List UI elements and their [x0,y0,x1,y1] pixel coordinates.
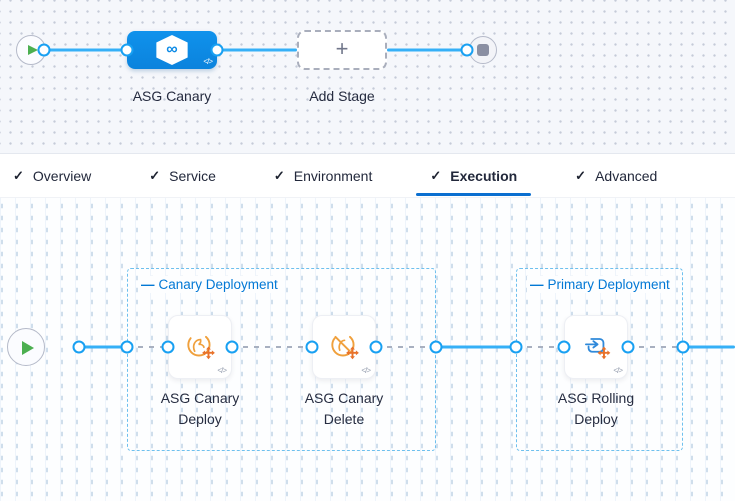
step-in-port[interactable] [305,340,319,354]
stage-in-port[interactable] [120,43,134,57]
connector-line [436,345,516,349]
step-out-port[interactable] [621,340,635,354]
tab-label: Service [169,167,216,184]
tab-overview[interactable]: ✓ Overview [13,154,91,197]
plus-icon: + [335,36,349,61]
step-asg-canary-deploy[interactable]: </> [168,315,232,379]
group-out-port[interactable] [676,340,690,354]
asg-rolling-deploy-icon [585,338,611,360]
check-icon: ✓ [430,167,442,183]
step-group-canary-deployment[interactable]: — Canary Deployment [127,268,436,451]
dashed-connector-line [232,346,312,348]
asg-canary-deploy-icon [187,333,215,360]
tab-label: Advanced [595,167,658,184]
step-in-port[interactable] [557,340,571,354]
step-in-port[interactable] [161,340,175,354]
tab-advanced[interactable]: ✓ Advanced [575,154,657,197]
execution-start-node[interactable] [7,328,45,366]
collapse-dash-icon[interactable]: — [141,277,155,292]
tab-environment[interactable]: ✓ Environment [274,154,373,197]
step-label-line2: Deploy [574,411,618,427]
step-label-line2: Delete [323,411,365,427]
group-out-port[interactable] [429,340,443,354]
play-icon [28,45,41,55]
tab-execution[interactable]: ✓ Execution [416,154,531,197]
dashed-connector-line [628,346,683,348]
add-stage-label: Add Stage [309,88,375,104]
play-icon [22,341,37,355]
dashed-connector-line [127,346,168,348]
step-label: ASG Rolling Deploy [536,388,656,430]
check-icon: ✓ [149,167,161,183]
group-in-port[interactable] [120,340,134,354]
asg-canary-delete-icon [331,333,359,360]
group-title: — Primary Deployment [527,276,673,293]
dashed-connector-line [376,346,436,348]
connector-line [44,48,127,52]
code-icon: </> [361,366,371,375]
stage-node-asg-canary[interactable]: ∞ </> [127,31,217,69]
start-node-out-port[interactable] [37,43,51,57]
tab-label: Environment [293,167,373,184]
group-in-port[interactable] [509,340,523,354]
stage-label: ASG Canary [132,88,212,104]
infinity-glyph: ∞ [166,40,178,58]
connector-line [217,48,297,52]
dashed-connector-line [516,346,564,348]
group-title: — Canary Deployment [138,276,281,293]
group-title-text: Primary Deployment [547,277,670,292]
execution-graph-canvas[interactable]: — Canary Deployment — Primary Deployment [0,198,735,501]
step-asg-canary-delete[interactable]: </> [312,315,376,379]
connector-line [79,345,127,349]
harness-cd-stage-icon: ∞ [155,35,189,65]
connector-line [683,345,735,349]
step-out-port[interactable] [225,340,239,354]
end-node-in-port[interactable] [460,43,474,57]
step-out-port[interactable] [369,340,383,354]
step-label: ASG Canary Deploy [140,388,260,430]
connector-line [387,48,467,52]
stage-out-port[interactable] [210,43,224,57]
step-label-line1: ASG Rolling [557,390,635,406]
collapse-dash-icon[interactable]: — [530,277,544,292]
add-stage-button[interactable]: + [297,30,387,70]
tab-service[interactable]: ✓ Service [149,154,216,197]
step-label-line1: ASG Canary [160,390,240,406]
step-group-primary-deployment[interactable]: — Primary Deployment [516,268,683,451]
step-asg-rolling-deploy[interactable]: </> [564,315,628,379]
stage-graph-canvas[interactable]: ∞ </> + ASG Canary Add Stage [0,0,735,154]
tab-label: Execution [450,167,518,184]
check-icon: ✓ [13,167,24,183]
code-icon: </> [203,57,213,66]
check-icon: ✓ [575,167,587,183]
stop-icon [477,44,489,56]
stage-config-tabs: ✓ Overview ✓ Service ✓ Environment ✓ Exe… [0,154,735,198]
pipeline-end-node[interactable] [469,36,497,64]
start-node-out-port[interactable] [72,340,86,354]
step-label-line1: ASG Canary [304,390,384,406]
group-title-text: Canary Deployment [158,277,278,292]
tab-label: Overview [32,167,92,184]
code-icon: </> [613,366,623,375]
step-label-line2: Deploy [178,411,222,427]
code-icon: </> [217,366,227,375]
check-icon: ✓ [273,167,285,183]
step-label: ASG Canary Delete [284,388,404,430]
